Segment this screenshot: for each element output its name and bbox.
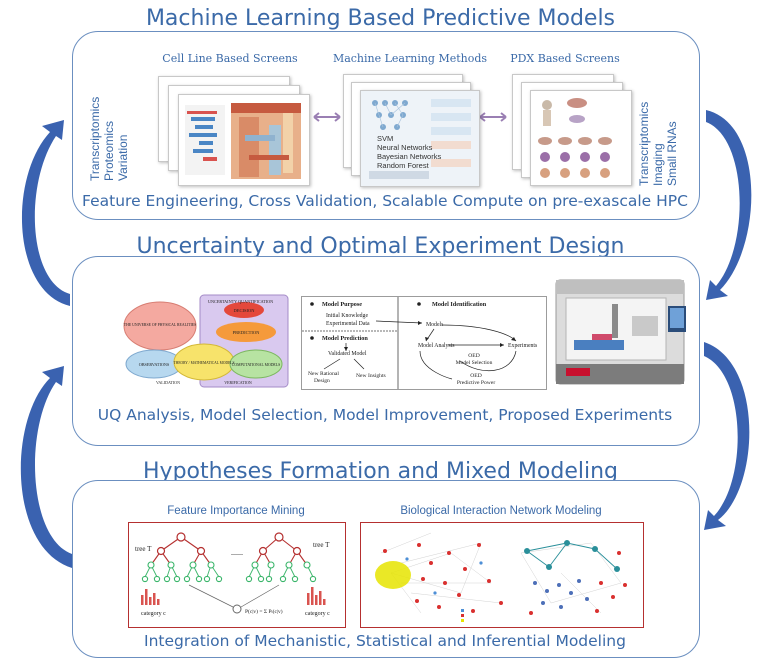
ml-methods-list: SVM Neural Networks Bayesian Networks Ra… bbox=[377, 134, 441, 170]
random-forest-diagram: ...... tree T tree T category c category… bbox=[135, 532, 330, 617]
tree-t-label: tree T bbox=[313, 541, 330, 549]
category-label: category c bbox=[305, 611, 330, 617]
lab-robot-image bbox=[555, 279, 686, 385]
ml-method: SVM bbox=[377, 134, 394, 143]
ml-method: Random Forest bbox=[377, 161, 429, 170]
double-arrow-icon bbox=[479, 112, 507, 122]
flow-new-rational-design: Design bbox=[314, 378, 330, 384]
venn-universe: THE UNIVERSE OF PHYSICAL REALITIES bbox=[124, 323, 196, 327]
model-identification-figure: Model Purpose Initial Knowledge Experime… bbox=[301, 296, 547, 390]
flow-model-prediction: Model Prediction bbox=[322, 335, 368, 342]
ml-method: Bayesian Networks bbox=[377, 152, 442, 161]
flow-experiments: Experiments bbox=[508, 343, 538, 349]
uq-venn-diagram: UNCERTAINTY QUANTIFICATION DECISION PRED… bbox=[123, 294, 289, 388]
feature-importance-figure: ...... tree T tree T category c category… bbox=[128, 522, 346, 628]
heatmap-figure bbox=[185, 103, 301, 179]
section-title-uq: Uncertainty and Optimal Experiment Desig… bbox=[136, 234, 625, 259]
arrow-middle-to-bottom-icon bbox=[704, 342, 750, 530]
column-label-cell-line: Cell Line Based Screens bbox=[162, 52, 298, 65]
caption-uq: UQ Analysis, Model Selection, Model Impr… bbox=[97, 406, 673, 424]
caption-hypotheses: Integration of Mechanistic, Statistical … bbox=[144, 632, 626, 650]
venn-theory: THEORY / MATHEMATICAL MODELS bbox=[174, 361, 235, 365]
subtitle-feature-mining: Feature Importance Mining bbox=[167, 505, 305, 517]
flow-new-rational-design: New Rational bbox=[308, 371, 339, 377]
flow-new-insights: New Insights bbox=[356, 373, 386, 379]
flow-oed-power: OED bbox=[470, 373, 482, 379]
ml-card-front: SVM Neural Networks Bayesian Networks Ra… bbox=[360, 90, 480, 187]
model-flow-diagram: Model Purpose Initial Knowledge Experime… bbox=[302, 297, 538, 389]
neural-network-figure bbox=[369, 99, 471, 179]
column-label-pdx: PDX Based Screens bbox=[510, 52, 620, 65]
section-title-ml-models: Machine Learning Based Predictive Models bbox=[145, 6, 616, 31]
arrow-top-to-middle-icon bbox=[706, 110, 752, 300]
svg-text:......: ...... bbox=[231, 548, 243, 557]
category-label: category c bbox=[141, 611, 166, 617]
network-modeling-figure bbox=[360, 522, 644, 628]
venn-prediction: PREDICTION bbox=[233, 330, 260, 335]
flow-model-purpose: Model Purpose bbox=[322, 301, 362, 308]
column-label-ml-methods: Machine Learning Methods bbox=[332, 52, 488, 65]
flow-oed-selection: OED bbox=[468, 353, 480, 359]
arrow-bottom-to-middle-icon bbox=[20, 366, 72, 568]
flow-oed-power: Predictive Power bbox=[457, 380, 496, 386]
venn-computational: COMPUTATIONAL MODELS bbox=[232, 363, 280, 367]
arrow-middle-to-top-icon bbox=[21, 120, 70, 306]
venn-decision: DECISION bbox=[234, 308, 256, 313]
flow-validated-model: Validated Model bbox=[328, 351, 367, 357]
double-arrow-icon bbox=[313, 112, 341, 122]
subtitle-network-modeling: Biological Interaction Network Modeling bbox=[400, 505, 602, 517]
ml-method: Neural Networks bbox=[377, 143, 433, 152]
venn-observations: OBSERVATIONS bbox=[139, 362, 170, 367]
caption-ml-models: Feature Engineering, Cross Validation, S… bbox=[82, 192, 688, 210]
svg-text:P(c|v) = Σ Pt(c|v): P(c|v) = Σ Pt(c|v) bbox=[245, 608, 283, 615]
flow-experimental-data: Experimental Data bbox=[326, 321, 370, 327]
venn-uq-label: UNCERTAINTY QUANTIFICATION bbox=[208, 299, 273, 304]
flow-models: Models bbox=[426, 322, 444, 328]
pdx-figure bbox=[538, 98, 612, 178]
venn-validation: VALIDATION bbox=[156, 380, 180, 385]
flow-oed-selection: Model Selection bbox=[456, 360, 493, 366]
tree-1-label: tree T bbox=[135, 545, 152, 553]
flow-model-identification: Model Identification bbox=[432, 301, 487, 308]
interaction-network-diagram bbox=[375, 532, 627, 622]
cell-line-card-front bbox=[178, 94, 310, 186]
flow-model-analysis: Model Analysis bbox=[418, 343, 455, 349]
flow-initial-knowledge: Initial Knowledge bbox=[326, 313, 368, 319]
venn-verification: VERIFICATION bbox=[224, 380, 252, 385]
section-title-hypotheses: Hypotheses Formation and Mixed Modeling bbox=[143, 459, 618, 484]
pdx-card-front bbox=[530, 90, 632, 186]
